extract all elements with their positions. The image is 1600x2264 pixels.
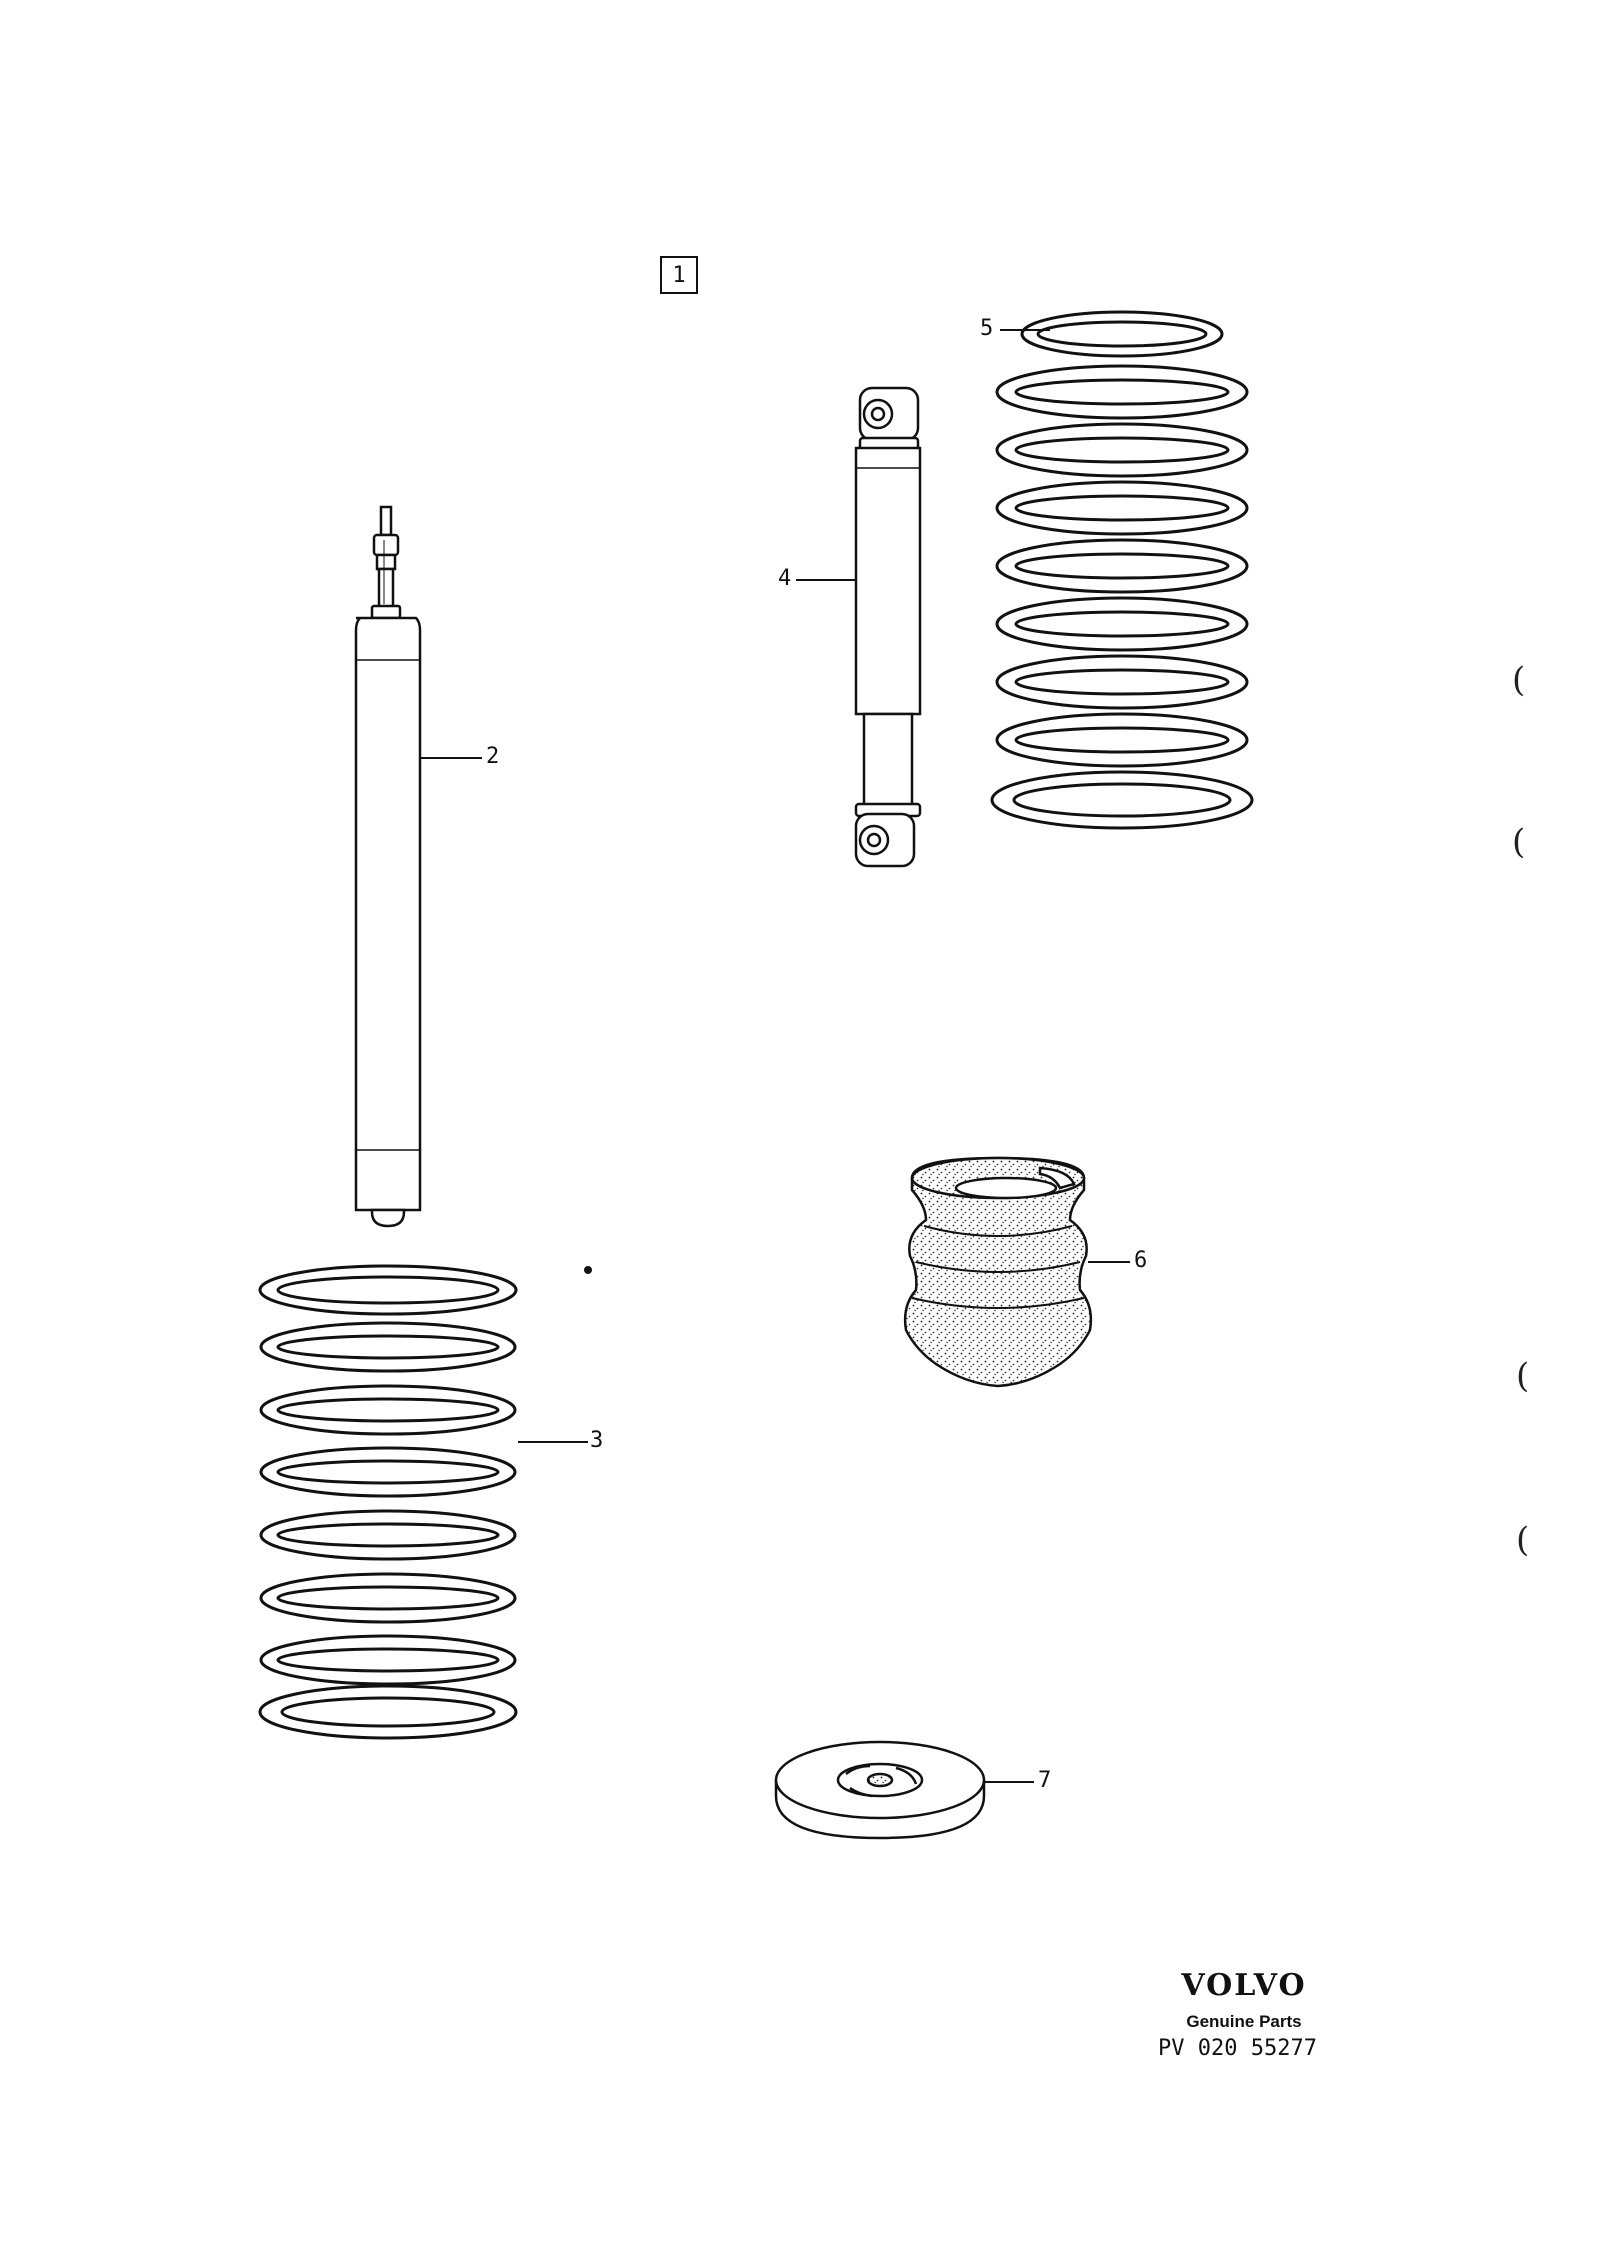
rear-coil-spring: [990, 310, 1254, 830]
brand-logo: VOLVO: [1181, 1968, 1307, 2003]
margin-mark: (: [1516, 1356, 1530, 1396]
brand-subtitle: Genuine Parts: [1186, 2012, 1302, 2031]
rear-shock-absorber: [854, 386, 922, 868]
bump-stop: [903, 1156, 1093, 1388]
margin-mark: (: [1516, 1520, 1530, 1560]
scan-speck: [584, 1266, 592, 1274]
callout-7: 7: [1038, 1768, 1052, 1793]
callout-5: 5: [980, 316, 994, 341]
callout-6: 6: [1134, 1248, 1148, 1273]
section-number: 1: [672, 262, 686, 288]
spring-seat: [774, 1740, 986, 1840]
front-shock-absorber: [354, 505, 422, 1228]
front-coil-spring: [258, 1264, 518, 1740]
diagram-section-box: 1: [660, 256, 698, 294]
callout-3: 3: [590, 1428, 604, 1453]
margin-mark: (: [1512, 660, 1526, 700]
margin-mark: (: [1512, 822, 1526, 862]
callout-2: 2: [486, 744, 500, 769]
part-diagram-code: PV 020 55277: [1158, 2036, 1317, 2061]
callout-4: 4: [778, 566, 792, 591]
